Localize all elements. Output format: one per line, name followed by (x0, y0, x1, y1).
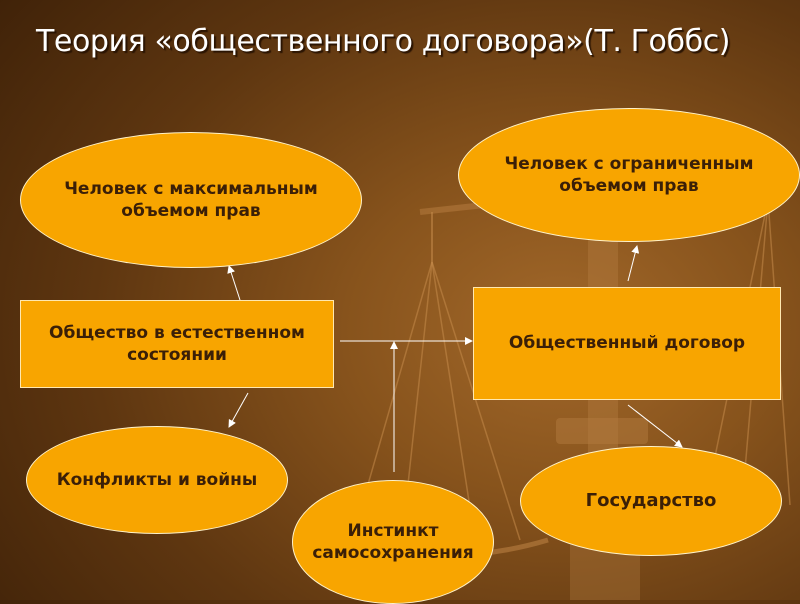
arrow-natural-to-max-rights (227, 265, 241, 301)
slide-title: Теория «общественного договора»(Т. Гоббс… (36, 24, 731, 59)
node-state: Государство (520, 446, 782, 556)
node-natural-state: Общество в естественном состоянии (20, 300, 334, 388)
node-instinct: Инстинкт самосохранения (292, 480, 494, 604)
arrow-natural-to-conflicts (228, 392, 249, 428)
node-limited-rights: Человек с ограниченным объемом прав (458, 108, 800, 242)
arrow-contract-to-state (627, 404, 683, 448)
node-conflicts: Конфликты и войны (26, 426, 288, 534)
arrow-contract-to-limited-rights (627, 245, 640, 282)
node-social-contract: Общественный договор (473, 287, 781, 400)
node-max-rights: Человек с максимальным объемом прав (20, 132, 362, 268)
